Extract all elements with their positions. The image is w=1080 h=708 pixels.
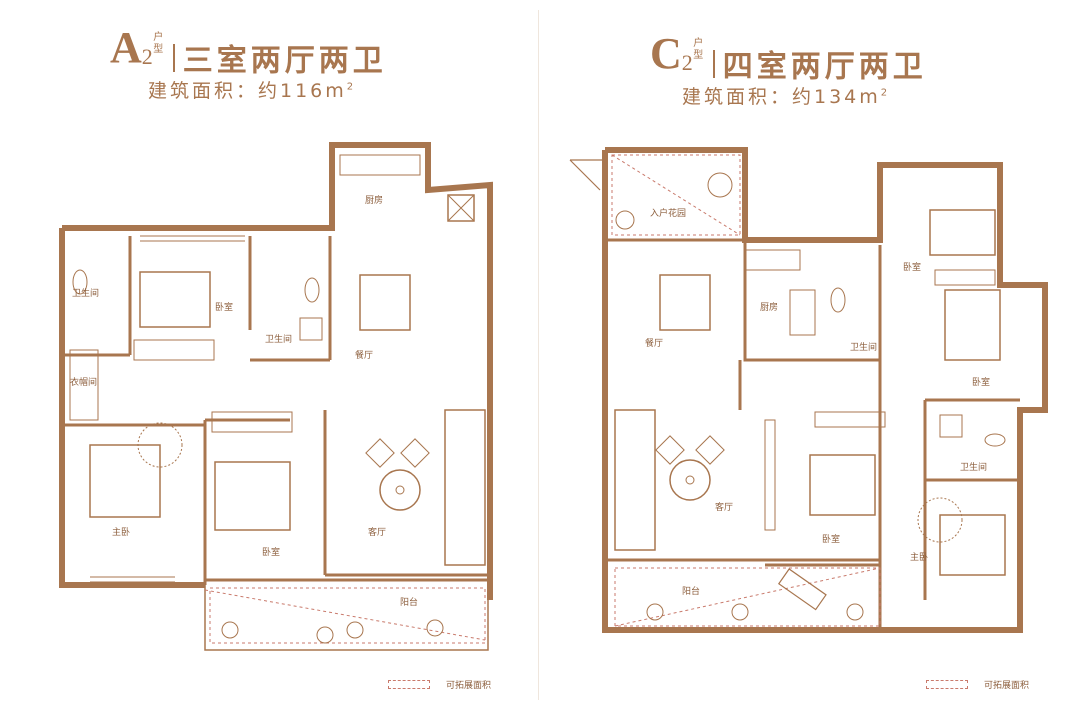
plan-c-label-living: 客厅 [715,501,733,513]
plan-a-label-bedroom2: 卧室 [262,546,280,558]
plan-c-label-master: 主卧 [910,551,928,563]
plan-c-rooms: 四室两厅两卫 [722,49,927,85]
plan-c-drawing: 入户花园 餐厅 厨房 卫生间 卧室 卧室 卫生间 客厅 卧室 主卧 阳台 [569,147,1048,633]
plan-c-area-sup: 2 [880,87,891,99]
plan-c-bed-mid [809,454,876,516]
plan-a-label-bedroom1: 卧室 [215,301,233,313]
plan-a-number: 2 [141,44,153,69]
plan-a-label-bath2: 卫生间 [265,333,292,345]
plan-c-hu-1: 户 [693,38,704,49]
plan-a-hu-1: 户 [153,32,164,43]
plan-a-expand-area [209,587,486,644]
plan-a-coffee-table [379,469,421,511]
plan-a-legend: 可拓展面积 [388,678,491,691]
plan-a-balcony-rail [204,585,489,651]
plan-a-area-sup: 2 [346,81,357,93]
plan-a-rooms: 三室两厅两卫 [182,43,387,79]
plan-a-sofa [444,409,486,566]
plan-a-area: 建筑面积：约116m2 [148,76,356,103]
plan-c-label-dining: 餐厅 [645,337,663,349]
plan-c-label-bedroom-right: 卧室 [972,376,990,388]
plan-c-number: 2 [681,50,693,75]
plan-c-legend-text: 可拓展面积 [984,681,1030,691]
plan-c-title: C2 户 型 四室两厅两卫 [650,28,927,86]
plan-c-label-bedroom-mid: 卧室 [822,533,840,545]
plan-c-hu-2: 型 [693,50,704,61]
plan-c-label-bath2: 卫生间 [960,461,987,473]
plan-c-label-bath1: 卫生间 [850,341,877,353]
plan-c-coffee-table [669,459,711,501]
title-separator [172,43,175,72]
panel-divider [538,10,539,700]
plan-a-bed-master [89,444,161,518]
plan-c-outer-wall [605,147,1048,633]
plan-a-drawing: 厨房 餐厅 卫生间 卫生间 卧室 衣帽间 主卧 卧室 客厅 阳台 [59,142,493,651]
plan-c-area: 建筑面积：约134m2 [682,82,890,109]
plan-a-bed-2 [214,461,291,531]
plan-a-letter: A [110,23,142,72]
plan-c-label-garden: 入户花园 [650,207,686,219]
legend-swatch [926,680,968,689]
plan-c-letter: C [650,29,682,78]
plan-c-label-bedroom-top: 卧室 [903,261,921,273]
plan-c-garden-expand [611,154,741,236]
plan-a-label-bath1: 卫生间 [72,287,99,299]
plan-a-label-dining: 餐厅 [355,349,373,361]
plan-a-hu-2: 型 [153,44,164,55]
plan-c-balcony-expand [614,567,881,627]
plan-c-sofa [614,409,656,551]
plan-c-bed-top [929,209,996,256]
plan-a-label-balcony: 阳台 [400,596,418,608]
plan-c-dining-table [659,274,711,331]
plan-a-label-kitchen: 厨房 [365,194,383,206]
legend-swatch [388,680,430,689]
plan-a-label-master: 主卧 [112,526,130,538]
plan-c-bed-right [944,289,1001,361]
plan-a-outer-wall-left [59,228,205,588]
plan-c-label-kitchen: 厨房 [760,301,778,313]
plan-c-label-balcony: 阳台 [682,585,700,597]
title-separator [712,49,715,78]
plan-c-legend: 可拓展面积 [926,678,1029,691]
floorplan-panel-a: A2 户 型 三室两厅两卫 建筑面积：约116m2 [0,0,538,708]
plan-a-dining-table [359,274,411,331]
plan-a-area-label: 建筑面积：约116m [148,80,347,102]
plan-a-outer-wall-top [62,142,493,600]
plan-c-area-label: 建筑面积：约134m [682,86,881,108]
plan-c-bed-master [939,514,1006,576]
plan-a-bed-1 [139,271,211,328]
floorplan-panel-c: C2 户 型 四室两厅两卫 建筑面积：约134m2 [540,0,1080,708]
plan-a-label-closet: 衣帽间 [70,376,97,388]
plan-a-legend-text: 可拓展面积 [446,681,492,691]
plan-a-label-living: 客厅 [368,526,386,538]
plan-a-title: A2 户 型 三室两厅两卫 [110,22,387,80]
